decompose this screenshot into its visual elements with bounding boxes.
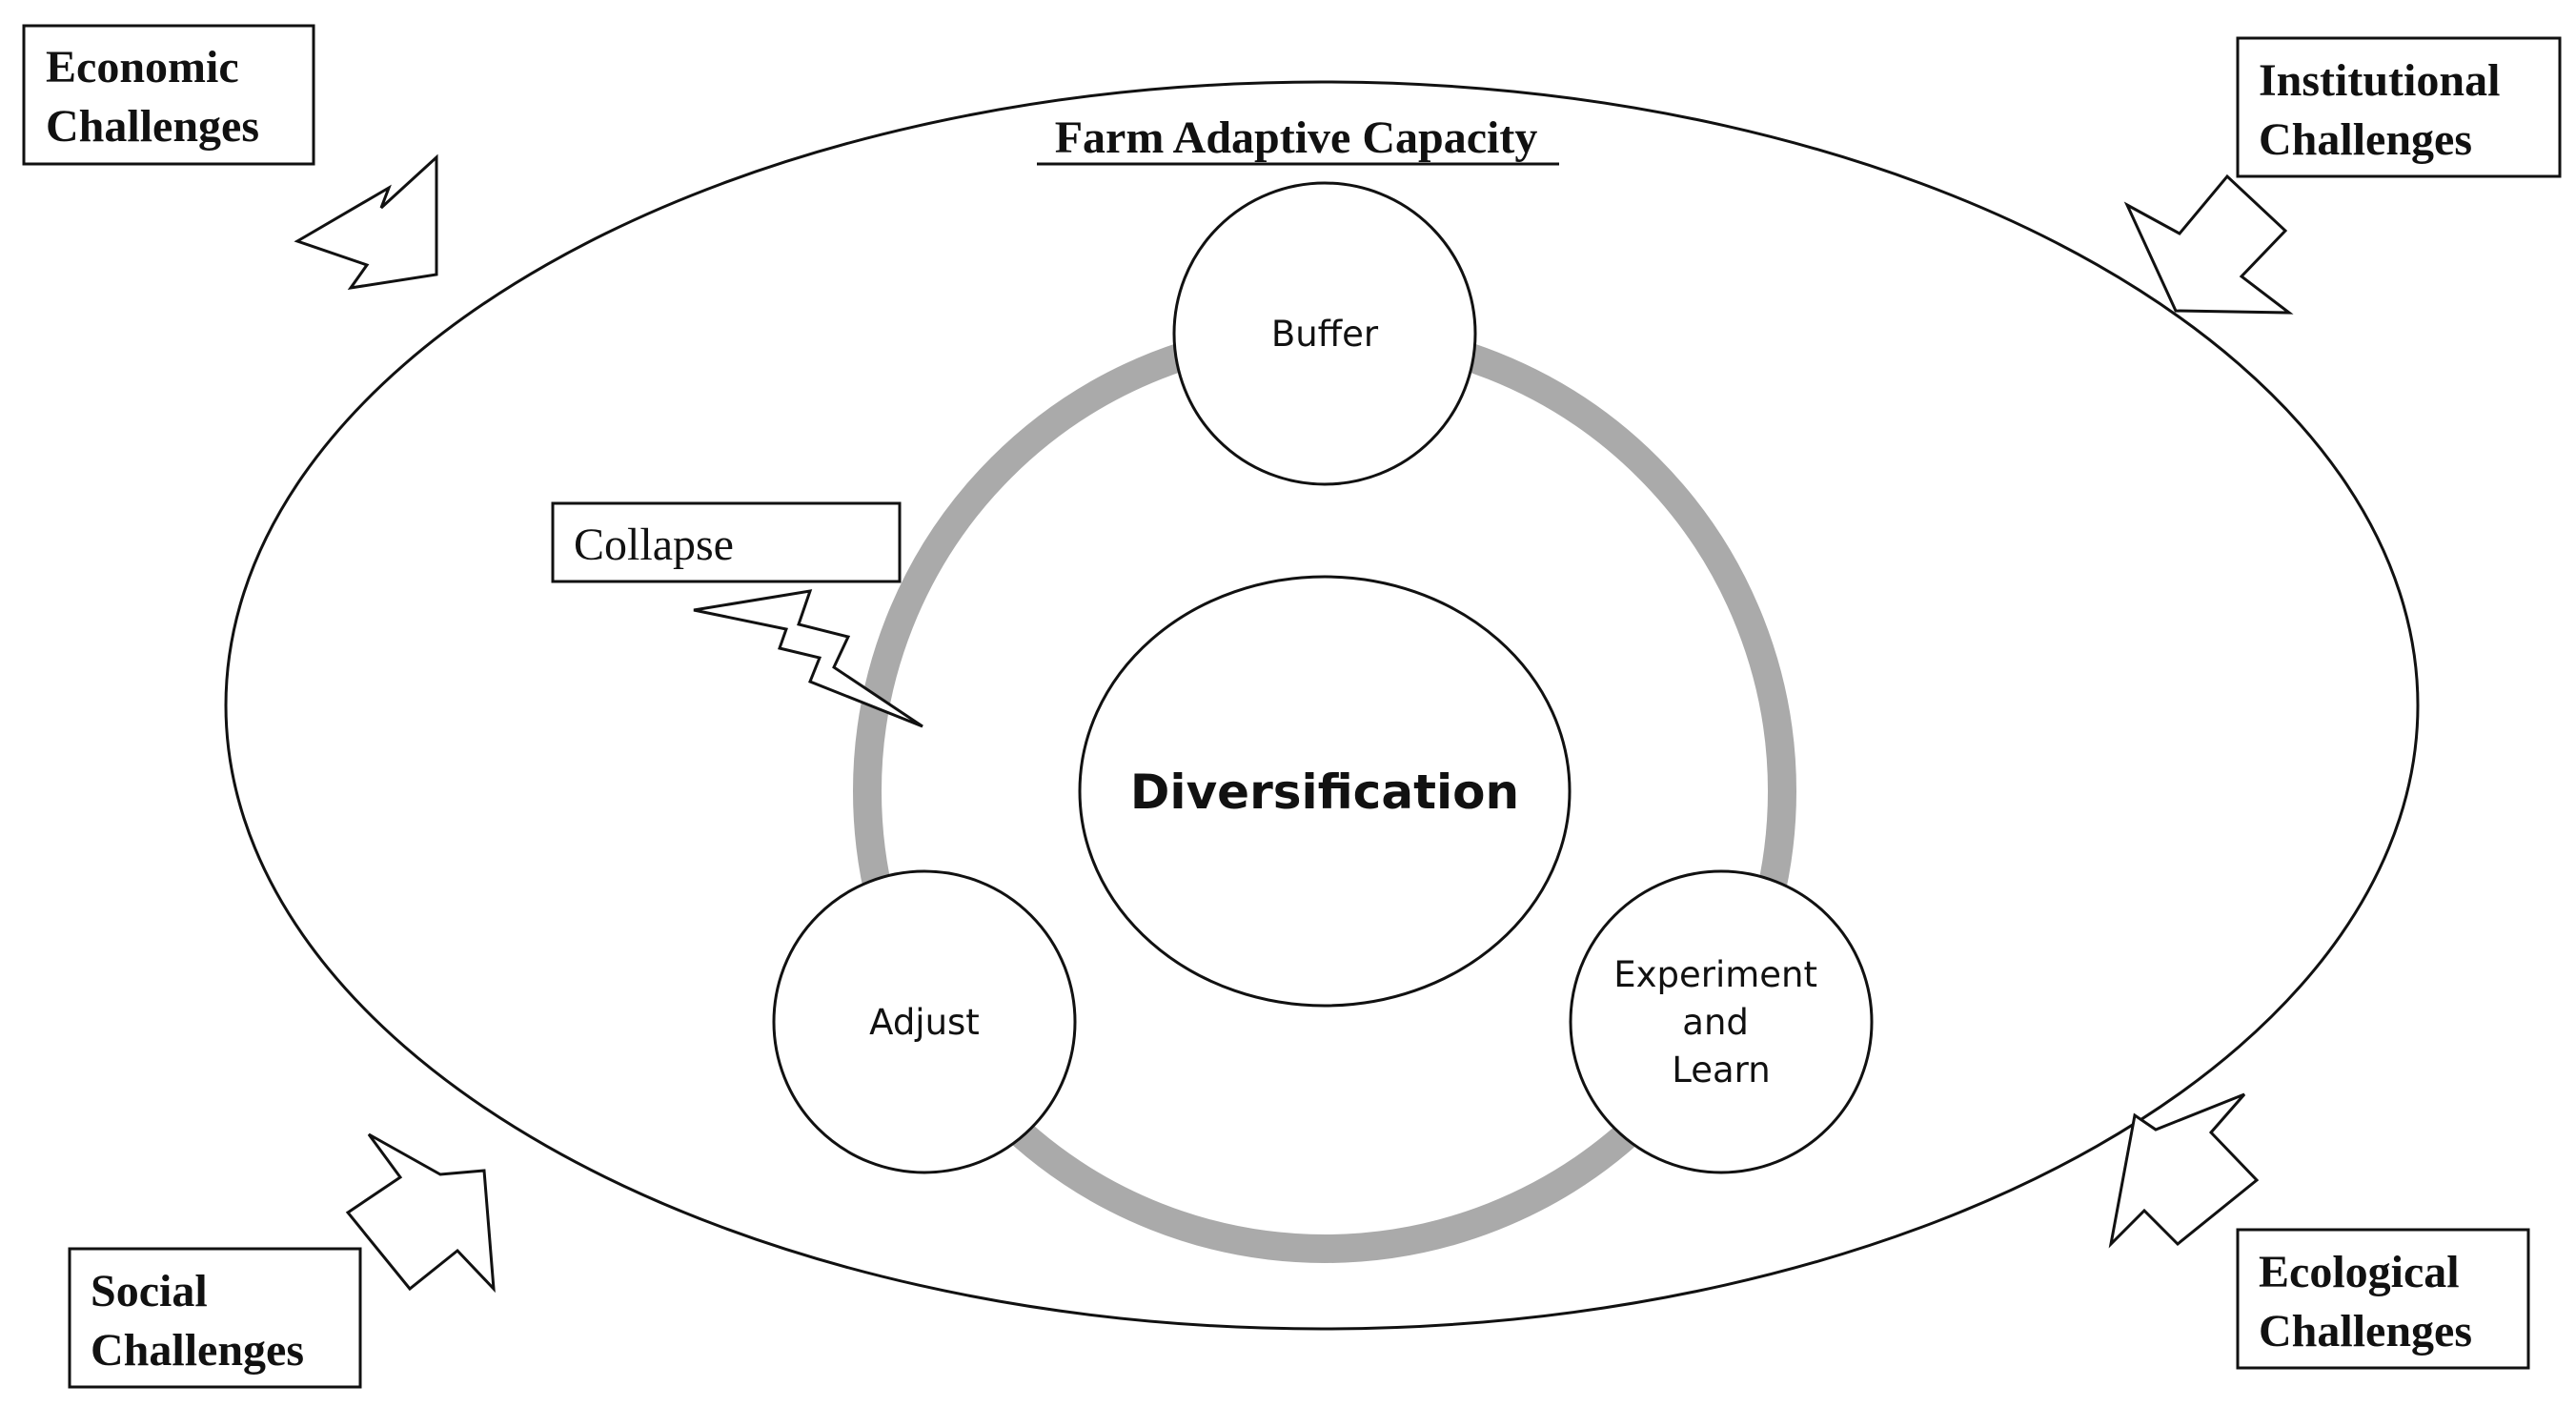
- ecological-line-1: Ecological: [2259, 1247, 2460, 1297]
- institutional-line-2: Challenges: [2259, 114, 2472, 165]
- social-line-1: Social: [91, 1266, 208, 1316]
- lightning-bolt-icon: [693, 589, 923, 728]
- social-challenges-label: Social Challenges: [91, 1266, 304, 1376]
- economic-line-1: Economic: [46, 42, 239, 92]
- economic-challenges-label: Economic Challenges: [46, 42, 259, 152]
- collapse-box: [551, 501, 902, 583]
- diversification-label: Diversification: [1130, 765, 1519, 820]
- diagram-title: Farm Adaptive Capacity: [1055, 112, 1538, 163]
- social-line-2: Challenges: [91, 1325, 304, 1376]
- experiment-line-2: and: [1682, 1002, 1749, 1043]
- buffer-label: Buffer: [1271, 314, 1379, 355]
- social-arrow-icon: [345, 1132, 496, 1294]
- experiment-line-3: Learn: [1672, 1050, 1770, 1091]
- buffer-node: [1172, 181, 1477, 486]
- social-challenges-box: [68, 1247, 362, 1389]
- institutional-line-1: Institutional: [2259, 55, 2500, 106]
- economic-arrow-icon: [294, 153, 438, 291]
- economic-challenges-box: [22, 24, 315, 166]
- adjust-label: Adjust: [869, 1002, 980, 1043]
- outer-ellipse: [224, 80, 2420, 1331]
- experiment-line-1: Experiment: [1613, 954, 1817, 995]
- ecological-arrow-icon: [2108, 1092, 2260, 1249]
- adjust-node: [772, 869, 1077, 1174]
- experiment-learn-node: [1569, 869, 1874, 1174]
- ecological-challenges-box: [2236, 1228, 2530, 1370]
- experiment-learn-label: Experiment and Learn: [1613, 954, 1829, 1091]
- institutional-challenges-label: Institutional Challenges: [2259, 55, 2511, 165]
- diversification-ellipse: [1078, 575, 1572, 1008]
- collapse-label: Collapse: [574, 520, 734, 570]
- economic-line-2: Challenges: [46, 101, 259, 152]
- ecological-line-2: Challenges: [2259, 1306, 2472, 1356]
- institutional-challenges-box: [2236, 36, 2562, 178]
- ecological-challenges-label: Ecological Challenges: [2259, 1247, 2472, 1356]
- institutional-arrow-icon: [2123, 173, 2294, 315]
